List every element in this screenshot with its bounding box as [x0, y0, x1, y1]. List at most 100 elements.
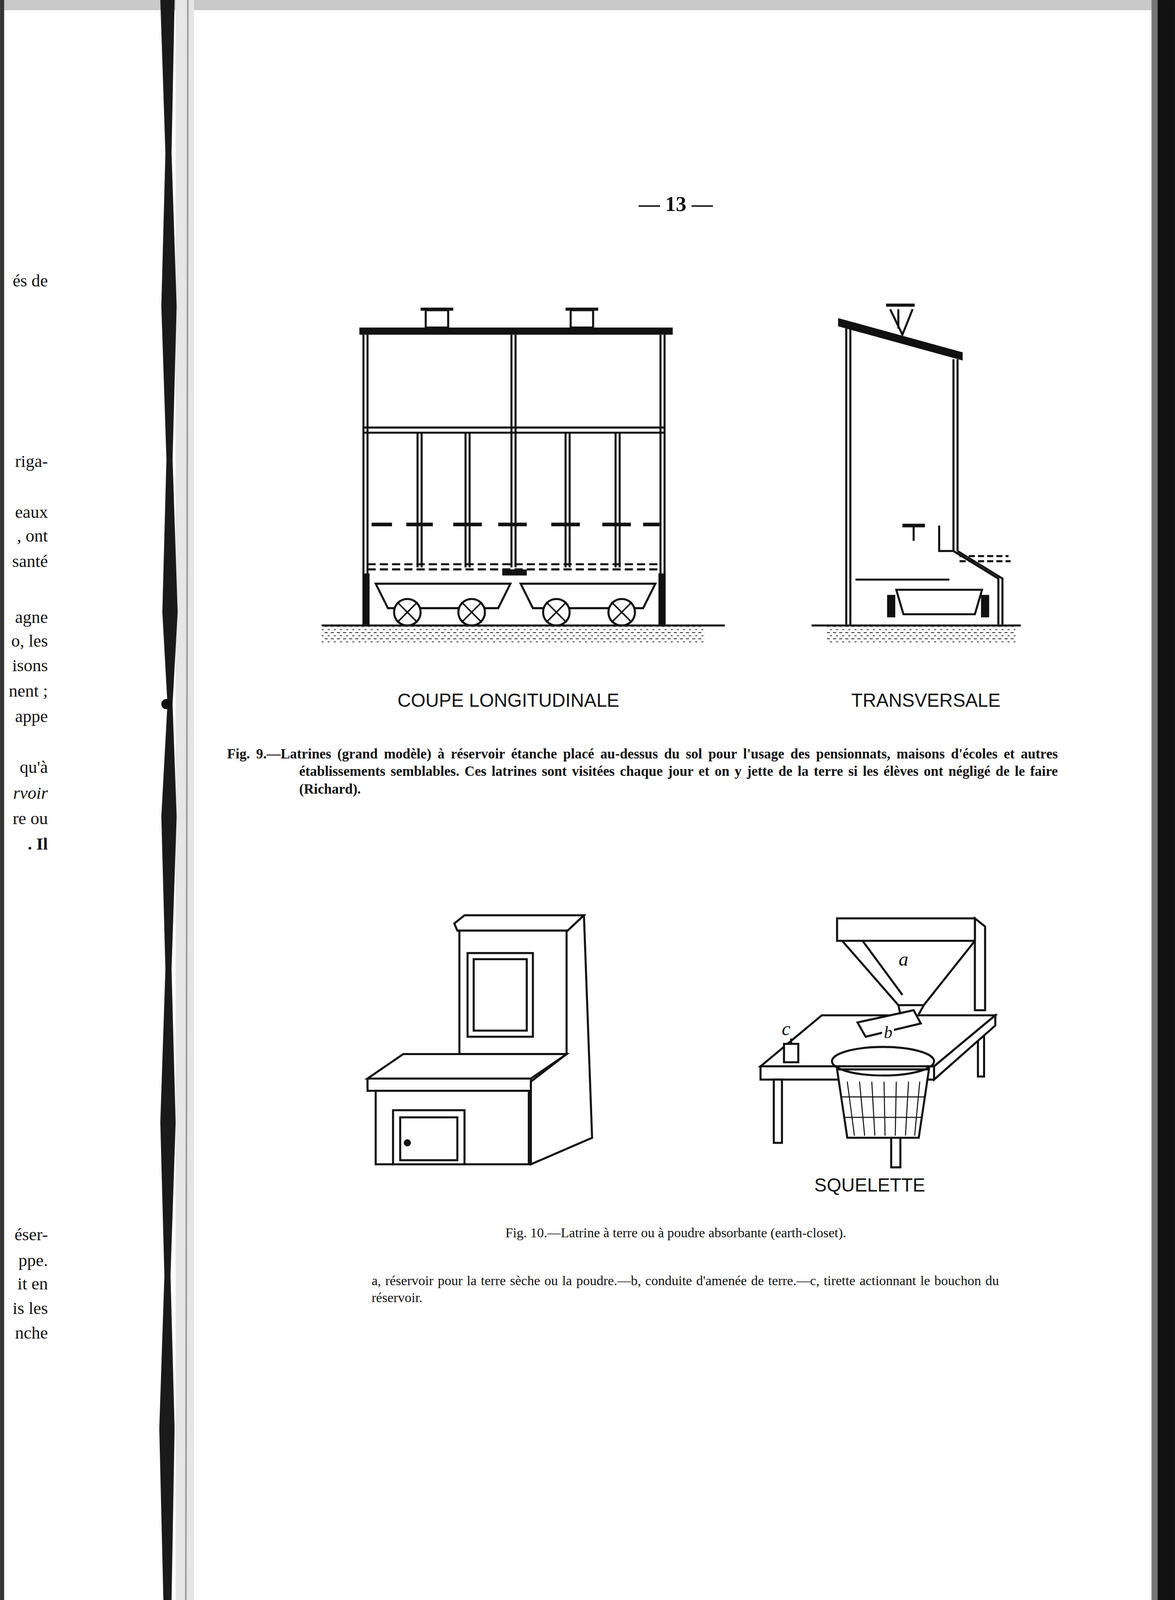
- earth-closet-skeleton-part: [859, 1082, 865, 1137]
- longitudinal-section-part: [321, 626, 705, 644]
- facing-page-text: rvoir: [13, 782, 48, 805]
- longitudinal-section-part: [453, 523, 482, 527]
- longitudinal-section-part: [371, 523, 393, 527]
- page-number: — 13 —: [638, 190, 713, 218]
- facing-page-text: isons: [12, 654, 48, 677]
- longitudinal-section-part: [551, 523, 580, 527]
- longitudinal-section-part: [514, 334, 517, 568]
- earth-closet-skeleton-part: [918, 1005, 924, 1015]
- facing-page-text: appe: [15, 705, 48, 728]
- earth-closet-skeleton-part: [905, 1082, 909, 1137]
- earth-closet-cabinet-part: [392, 1110, 465, 1165]
- longitudinal-section-part: [397, 602, 633, 623]
- callout-letter: a: [896, 949, 911, 970]
- longitudinal-section-part: [498, 523, 527, 527]
- transverse-section-part: [952, 359, 955, 552]
- longitudinal-section-part: [602, 523, 631, 527]
- section-title: SQUELETTE: [814, 1173, 926, 1198]
- page-edges-part: [1151, 0, 1158, 1600]
- longitudinal-section-part: [568, 432, 571, 568]
- earth-closet-skeleton-part: [871, 1082, 875, 1137]
- earth-closet-skeleton-part: [784, 1044, 799, 1063]
- facing-page-text: is les: [12, 1297, 48, 1320]
- facing-page-text: riga-: [15, 450, 48, 473]
- earth-closet-cabinet-part: [404, 1140, 410, 1146]
- earth-closet-cabinet-part: [367, 1054, 567, 1080]
- longitudinal-section-part: [565, 307, 599, 311]
- transverse-section-part: [849, 324, 852, 625]
- callout-letter: b: [882, 1024, 894, 1042]
- earth-closet-skeleton-part: [837, 1069, 930, 1139]
- transverse-section-part: [982, 595, 989, 617]
- transverse-section-part: [890, 309, 913, 335]
- earth-closet-cabinet-part: [375, 1091, 529, 1165]
- section-title: TRANSVERSALE: [851, 688, 1001, 713]
- facing-page-text: re ou: [12, 807, 48, 830]
- longitudinal-section-part: [468, 432, 471, 568]
- earth-closet-cabinet-part: [473, 959, 527, 1032]
- longitudinal-section-part: [420, 432, 423, 568]
- longitudinal-section-part: [464, 432, 467, 568]
- longitudinal-section-part: [362, 573, 370, 625]
- earth-closet-cabinet-part: [400, 1117, 458, 1161]
- page-edges-part: [185, 0, 188, 1600]
- facing-page-text: it en: [17, 1273, 48, 1295]
- page-edges-part: [161, 699, 172, 710]
- longitudinal-section-part: [420, 307, 454, 311]
- facing-page-text: eaux: [15, 501, 48, 524]
- transverse-section-part: [845, 324, 848, 625]
- figure-caption: Fig. 10.—Latrine à terre ou à poudre abs…: [505, 1224, 847, 1242]
- facing-page-text: qu'à: [19, 756, 48, 779]
- earth-closet-cabinet-part: [454, 915, 585, 931]
- transverse-section-part: [896, 590, 982, 615]
- earth-closet-skeleton-part: [974, 918, 986, 1011]
- longitudinal-section-part: [503, 570, 526, 575]
- legend-note: a, réservoir pour la terre sèche ou la p…: [371, 1272, 1000, 1307]
- earth-closet-cabinet-part: [467, 953, 533, 1037]
- longitudinal-section-part: [394, 599, 635, 627]
- transverse-section-part: [959, 560, 1011, 563]
- transverse-section-part: [939, 525, 954, 552]
- earth-closet-skeleton-part: [837, 918, 975, 942]
- section-title: COUPE LONGITUDINALE: [397, 688, 620, 713]
- callout-letter: c: [779, 1019, 792, 1039]
- longitudinal-section-part: [425, 310, 449, 328]
- facing-page-text: o, les: [11, 630, 48, 652]
- longitudinal-section-part: [614, 432, 617, 568]
- earth-closet-skeleton-part: [884, 1082, 886, 1137]
- facing-page-text: nche: [15, 1322, 48, 1345]
- longitudinal-section-part: [658, 573, 666, 625]
- earth-closet-skeleton-part: [840, 1082, 925, 1137]
- transverse-section: [811, 305, 1022, 644]
- facing-page-text: santé: [12, 550, 48, 573]
- longitudinal-section-part: [363, 426, 665, 429]
- transverse-section-part: [956, 359, 959, 552]
- longitudinal-section-part: [321, 624, 725, 627]
- earth-closet-skeleton-part: [898, 1005, 901, 1015]
- transverse-section-part: [855, 578, 950, 581]
- earth-closet-skeleton-part: [862, 941, 903, 996]
- earth-closet-skeleton-part: [914, 1082, 920, 1137]
- facing-page-text: nent ;: [8, 680, 48, 702]
- longitudinal-section-part: [406, 523, 434, 527]
- transverse-section-part: [811, 624, 1022, 627]
- earth-closet-skeleton-part: [840, 1097, 925, 1098]
- earth-closet-skeleton-part: [773, 1080, 782, 1144]
- figure-caption: Fig. 9.—Latrines (grand modèle) à réserv…: [299, 745, 1059, 799]
- longitudinal-section-part: [520, 583, 656, 609]
- longitudinal-section-part: [359, 327, 673, 335]
- longitudinal-section-part: [416, 432, 419, 568]
- earth-closet-skeleton-part: [895, 1082, 897, 1137]
- longitudinal-section-part: [643, 523, 660, 527]
- transverse-section-part: [826, 626, 1017, 644]
- page-edges-part: [175, 0, 194, 1600]
- earth-closet-cabinet-part: [367, 1078, 531, 1092]
- transverse-section-part: [912, 525, 915, 541]
- earth-closet-skeleton-part: [847, 1082, 855, 1137]
- earth-closet-skeleton-part: [844, 1117, 922, 1119]
- earth-closet-cabinet-part: [459, 930, 567, 1055]
- longitudinal-section-part: [371, 523, 660, 527]
- page-edges-part: [159, 0, 178, 1600]
